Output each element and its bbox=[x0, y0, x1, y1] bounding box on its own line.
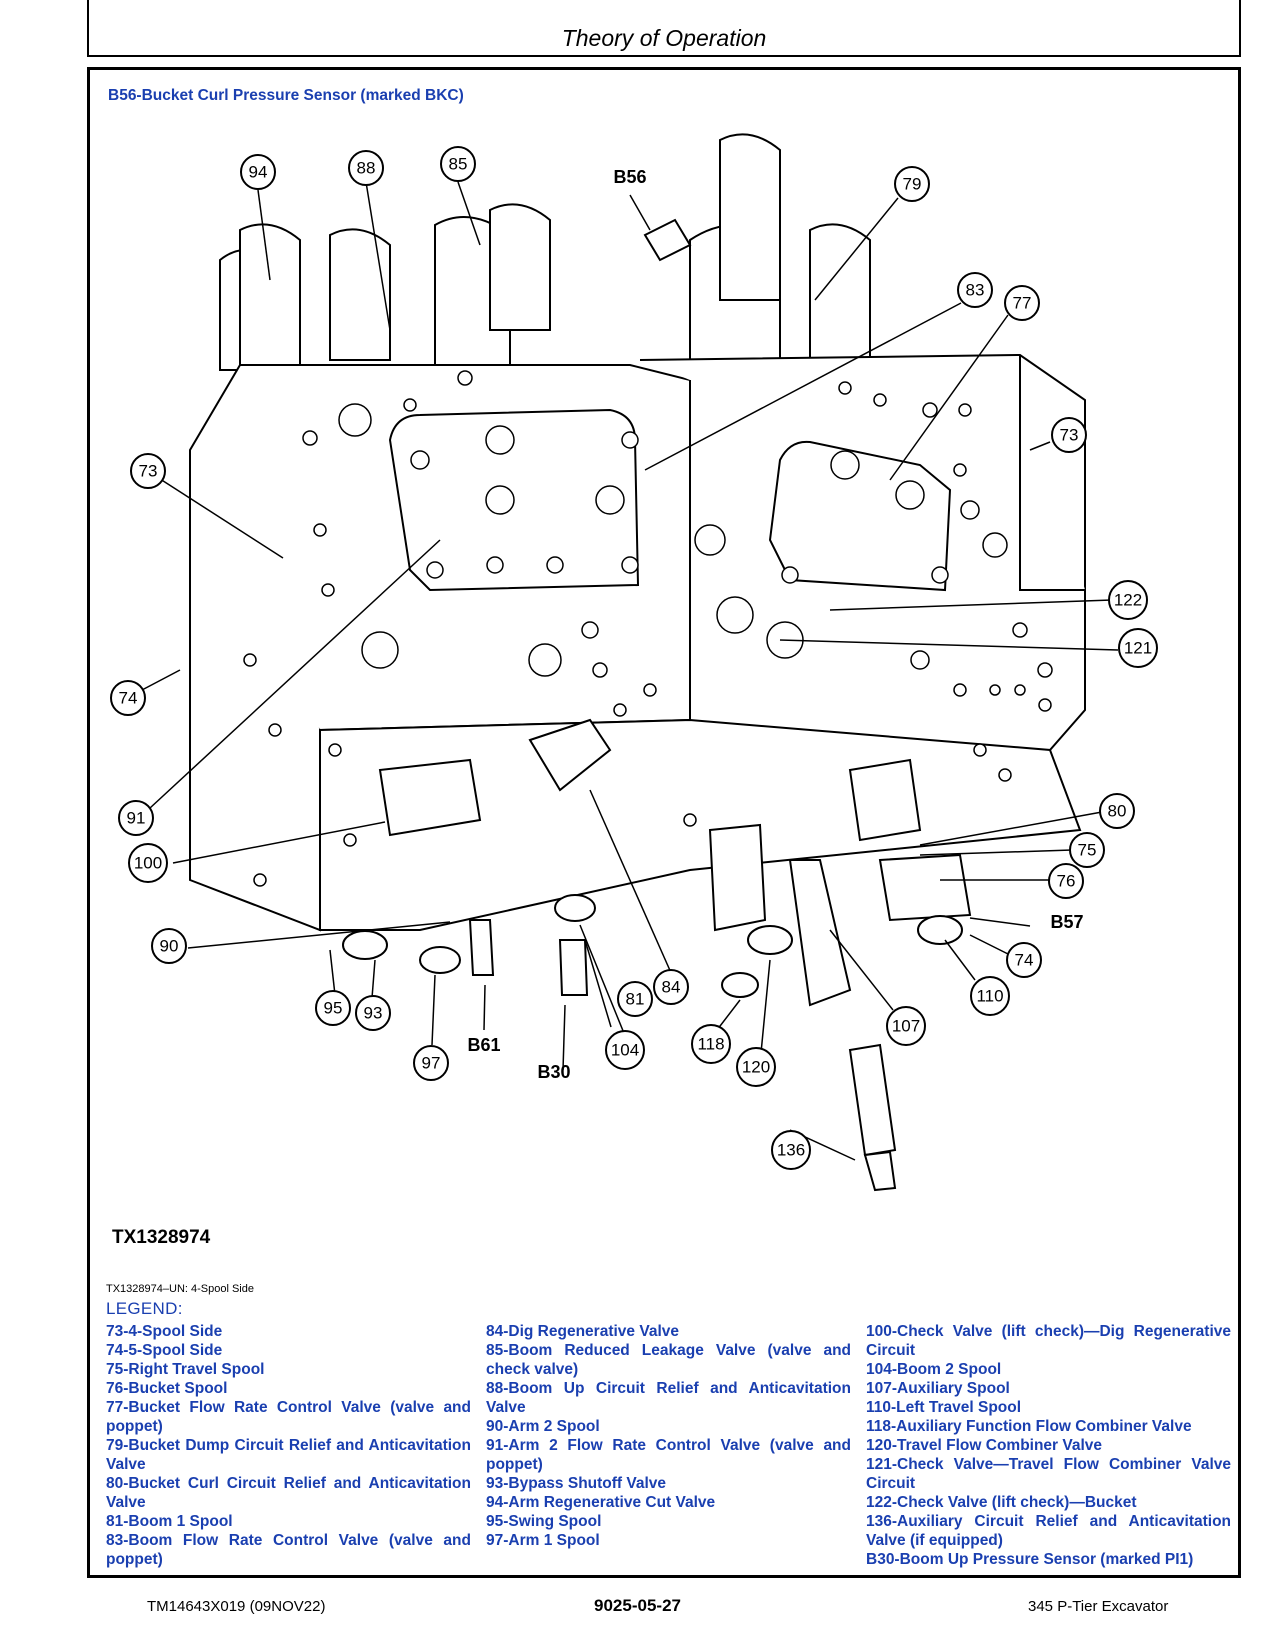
legend-item: 120-Travel Flow Combiner Valve bbox=[866, 1437, 1103, 1454]
legend-item: 107-Auxiliary Spool bbox=[866, 1380, 1010, 1397]
callout-74-right: 74 bbox=[1015, 951, 1034, 970]
legend-column-3: 100-Check Valve (lift check)—Dig Regener… bbox=[866, 1322, 1231, 1569]
legend-item: 90-Arm 2 Spool bbox=[486, 1418, 600, 1435]
callout-90: 90 bbox=[160, 937, 179, 956]
figure-id: TX1328974 bbox=[112, 1227, 211, 1248]
callout-b56: B56 bbox=[613, 167, 646, 187]
footer-model: 345 P-Tier Excavator bbox=[1028, 1598, 1169, 1615]
legend-item: 91-Arm 2 Flow Rate Control Valve (valve … bbox=[486, 1437, 851, 1473]
callout-80: 80 bbox=[1108, 802, 1127, 821]
callout-118: 118 bbox=[697, 1035, 724, 1054]
legend-item: 85-Boom Reduced Leakage Valve (valve and… bbox=[486, 1342, 851, 1378]
legend-item: 73-4-Spool Side bbox=[106, 1323, 223, 1340]
callout-84: 84 bbox=[662, 978, 681, 997]
legend-item: 104-Boom 2 Spool bbox=[866, 1361, 1002, 1378]
legend-item: 100-Check Valve (lift check)—Dig Regener… bbox=[866, 1323, 1231, 1359]
legend-item: 93-Bypass Shutoff Valve bbox=[486, 1475, 667, 1492]
callout-77: 77 bbox=[1013, 294, 1032, 313]
footer-doc-id: TM14643X019 (09NOV22) bbox=[147, 1598, 326, 1615]
legend-item: 74-5-Spool Side bbox=[106, 1342, 223, 1359]
callout-85: 85 bbox=[449, 155, 468, 174]
b56-caption: B56-Bucket Curl Pressure Sensor (marked … bbox=[108, 87, 464, 104]
callout-95: 95 bbox=[324, 999, 343, 1018]
figure-caption: TX1328974–UN: 4-Spool Side bbox=[106, 1283, 254, 1295]
callout-91: 91 bbox=[127, 809, 146, 828]
callout-120: 120 bbox=[742, 1058, 770, 1077]
callout-136: 136 bbox=[777, 1141, 805, 1160]
callout-79: 79 bbox=[903, 175, 922, 194]
legend-item: 122-Check Valve (lift check)—Bucket bbox=[866, 1494, 1137, 1511]
legend-item: 76-Bucket Spool bbox=[106, 1380, 228, 1397]
callout-100: 100 bbox=[134, 854, 162, 873]
callout-73-right: 73 bbox=[1060, 426, 1079, 445]
callout-75: 75 bbox=[1078, 841, 1097, 860]
legend-item: B30-Boom Up Pressure Sensor (marked PI1) bbox=[866, 1551, 1194, 1568]
callout-94: 94 bbox=[249, 163, 268, 182]
callout-76: 76 bbox=[1057, 872, 1076, 891]
legend-item: 88-Boom Up Circuit Relief and Anticavita… bbox=[486, 1380, 851, 1416]
legend-item: 110-Left Travel Spool bbox=[866, 1399, 1022, 1416]
callout-81: 81 bbox=[626, 990, 645, 1009]
legend-column-2: 84-Dig Regenerative Valve 85-Boom Reduce… bbox=[486, 1322, 851, 1550]
legend-item: 77-Bucket Flow Rate Control Valve (valve… bbox=[106, 1399, 471, 1435]
callout-93: 93 bbox=[364, 1004, 383, 1023]
callout-b61: B61 bbox=[467, 1035, 500, 1055]
callout-73-left: 73 bbox=[139, 462, 158, 481]
legend-item: 81-Boom 1 Spool bbox=[106, 1513, 233, 1530]
callout-b30: B30 bbox=[537, 1062, 570, 1082]
legend-item: 83-Boom Flow Rate Control Valve (valve a… bbox=[106, 1532, 471, 1568]
legend-item: 118-Auxiliary Function Flow Combiner Val… bbox=[866, 1418, 1192, 1435]
legend-item: 97-Arm 1 Spool bbox=[486, 1532, 600, 1549]
control-valve-diagram: 94 88 85 B56 79 83 73 73 74 91 100 90 95… bbox=[110, 133, 1158, 1192]
callout-122: 122 bbox=[1114, 591, 1142, 610]
figure-frame: B56-Bucket Curl Pressure Sensor (marked … bbox=[87, 67, 1241, 1578]
legend-column-1: 73-4-Spool Side 74-5-Spool Side 75-Right… bbox=[106, 1322, 471, 1569]
legend-item: 84-Dig Regenerative Valve bbox=[486, 1323, 679, 1340]
legend-item: 79-Bucket Dump Circuit Relief and Antica… bbox=[106, 1437, 471, 1473]
callout-121: 121 bbox=[1124, 639, 1152, 658]
callout-104: 104 bbox=[611, 1041, 639, 1060]
callout-107: 107 bbox=[892, 1017, 920, 1036]
callout-88: 88 bbox=[357, 159, 376, 178]
legend-title: LEGEND: bbox=[106, 1299, 183, 1318]
page-header: Theory of Operation bbox=[87, 0, 1241, 57]
callout-83: 83 bbox=[966, 281, 985, 300]
callout-74-left: 74 bbox=[119, 689, 138, 708]
legend-item: 75-Right Travel Spool bbox=[106, 1361, 265, 1378]
legend-item: 80-Bucket Curl Circuit Relief and Antica… bbox=[106, 1475, 471, 1511]
callout-b57: B57 bbox=[1050, 912, 1083, 932]
legend-item: 121-Check Valve—Travel Flow Combiner Val… bbox=[866, 1456, 1231, 1492]
page-title: Theory of Operation bbox=[561, 25, 767, 51]
callout-110: 110 bbox=[976, 987, 1003, 1006]
legend-item: 94-Arm Regenerative Cut Valve bbox=[486, 1494, 716, 1511]
legend-item: 95-Swing Spool bbox=[486, 1513, 602, 1530]
legend-item: 136-Auxiliary Circuit Relief and Anticav… bbox=[866, 1513, 1231, 1549]
callout-97: 97 bbox=[422, 1054, 441, 1073]
footer-page-number: 9025-05-27 bbox=[594, 1596, 681, 1615]
